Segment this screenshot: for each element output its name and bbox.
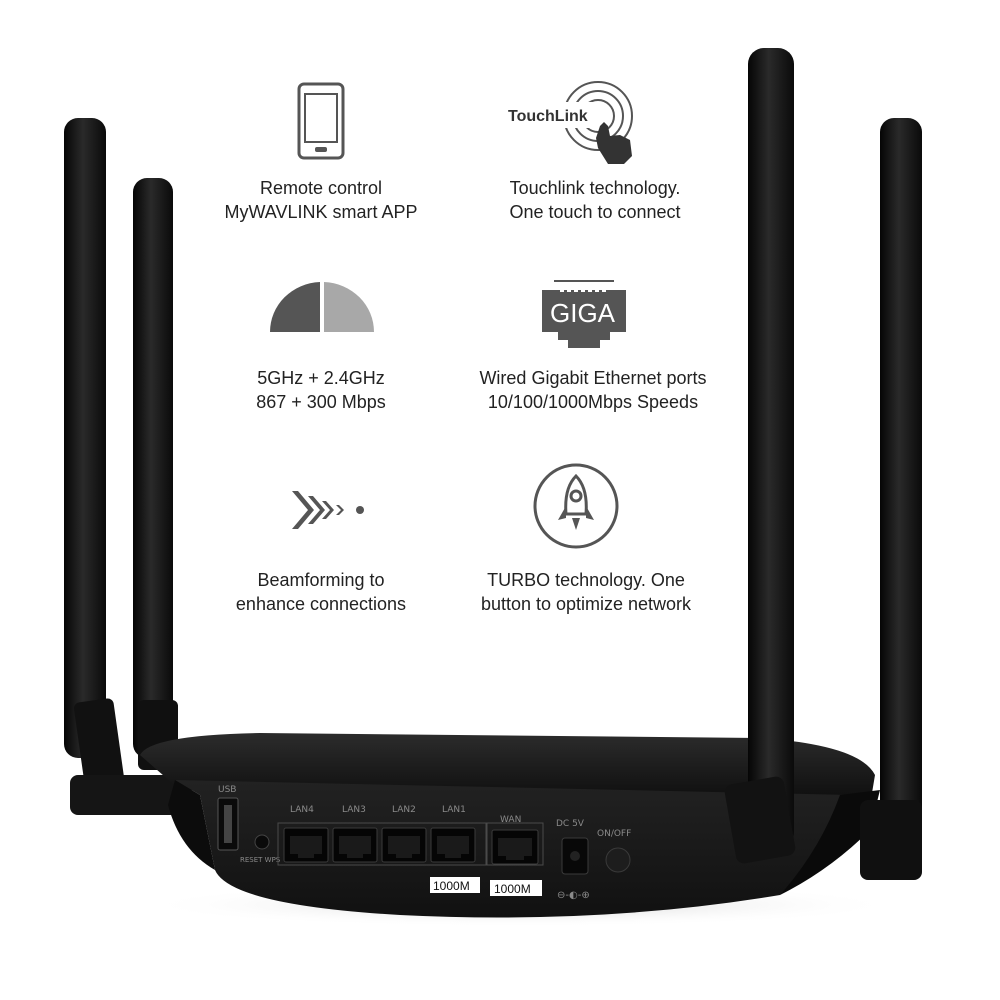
feature-beamforming: Beamforming to enhance connections [171, 568, 471, 616]
power-label: DC 5V [556, 819, 585, 829]
feature-gigabit: Wired Gigabit Ethernet ports 10/100/1000… [423, 366, 763, 414]
rocket-icon [533, 463, 619, 549]
feature-turbo-line2: button to optimize network [480, 594, 692, 614]
wan-port[interactable] [491, 829, 539, 865]
lan2-port[interactable] [381, 827, 427, 863]
power-switch[interactable] [605, 847, 631, 873]
touchlink-icon-text: TouchLink [508, 108, 588, 125]
feature-touchlink-line1: Touchlink technology. [509, 178, 681, 198]
lan-speed-tag: 1000M [433, 879, 470, 893]
port-label-lan3: LAN3 [342, 805, 366, 815]
lan4-port[interactable] [283, 827, 329, 863]
reset-label: RESET WPS [240, 856, 281, 864]
antenna-right-outer [860, 118, 922, 880]
usb-label: USB [218, 785, 236, 795]
feature-turbo-line1: TURBO technology. One [487, 570, 685, 590]
smartphone-icon [297, 82, 345, 160]
svg-text:⊖-◐-⊕: ⊖-◐-⊕ [557, 890, 590, 901]
lan1-port[interactable] [430, 827, 476, 863]
switch-label: ON/OFF [597, 829, 631, 839]
feature-touchlink: Touchlink technology. One touch to conne… [445, 176, 745, 224]
antenna-left-inner [133, 178, 178, 770]
port-label-wan: WAN [500, 815, 521, 825]
ethernet-port-icon: GIGA [542, 280, 626, 348]
port-label-lan4: LAN4 [290, 805, 314, 815]
touchlink-icon: TouchLink [504, 81, 633, 164]
giga-icon-text: GIGA [550, 298, 616, 328]
feature-beamforming-line1: Beamforming to [257, 570, 385, 590]
lan3-port[interactable] [332, 827, 378, 863]
port-label-lan1: LAN1 [442, 805, 466, 815]
antenna-right-inner [724, 48, 796, 864]
feature-touchlink-line2: One touch to connect [509, 202, 681, 222]
feature-remote-line1: Remote control [259, 178, 383, 198]
feature-gigabit-line2: 10/100/1000Mbps Speeds [487, 392, 699, 412]
feature-dual-band-line2: 867 + 300 Mbps [256, 392, 386, 412]
port-label-lan2: LAN2 [392, 805, 416, 815]
beamforming-icon [292, 491, 364, 529]
feature-turbo: TURBO technology. One button to optimize… [436, 568, 736, 616]
dual-band-icon [270, 282, 374, 332]
reset-button[interactable] [254, 834, 270, 850]
back-panel: USB RESET WPS LAN4 LAN3 LAN2 LAN1 WAN [217, 785, 631, 901]
feature-gigabit-line1: Wired Gigabit Ethernet ports [479, 368, 707, 388]
feature-dual-band: 5GHz + 2.4GHz 867 + 300 Mbps [171, 366, 471, 414]
antenna-left-outer [64, 118, 180, 815]
feature-dual-band-line1: 5GHz + 2.4GHz [257, 368, 385, 388]
feature-remote-line2: MyWAVLINK smart APP [224, 202, 418, 222]
feature-beamforming-line2: enhance connections [235, 594, 407, 614]
wan-speed-tag: 1000M [494, 882, 531, 896]
feature-remote-control: Remote control MyWAVLINK smart APP [171, 176, 471, 224]
